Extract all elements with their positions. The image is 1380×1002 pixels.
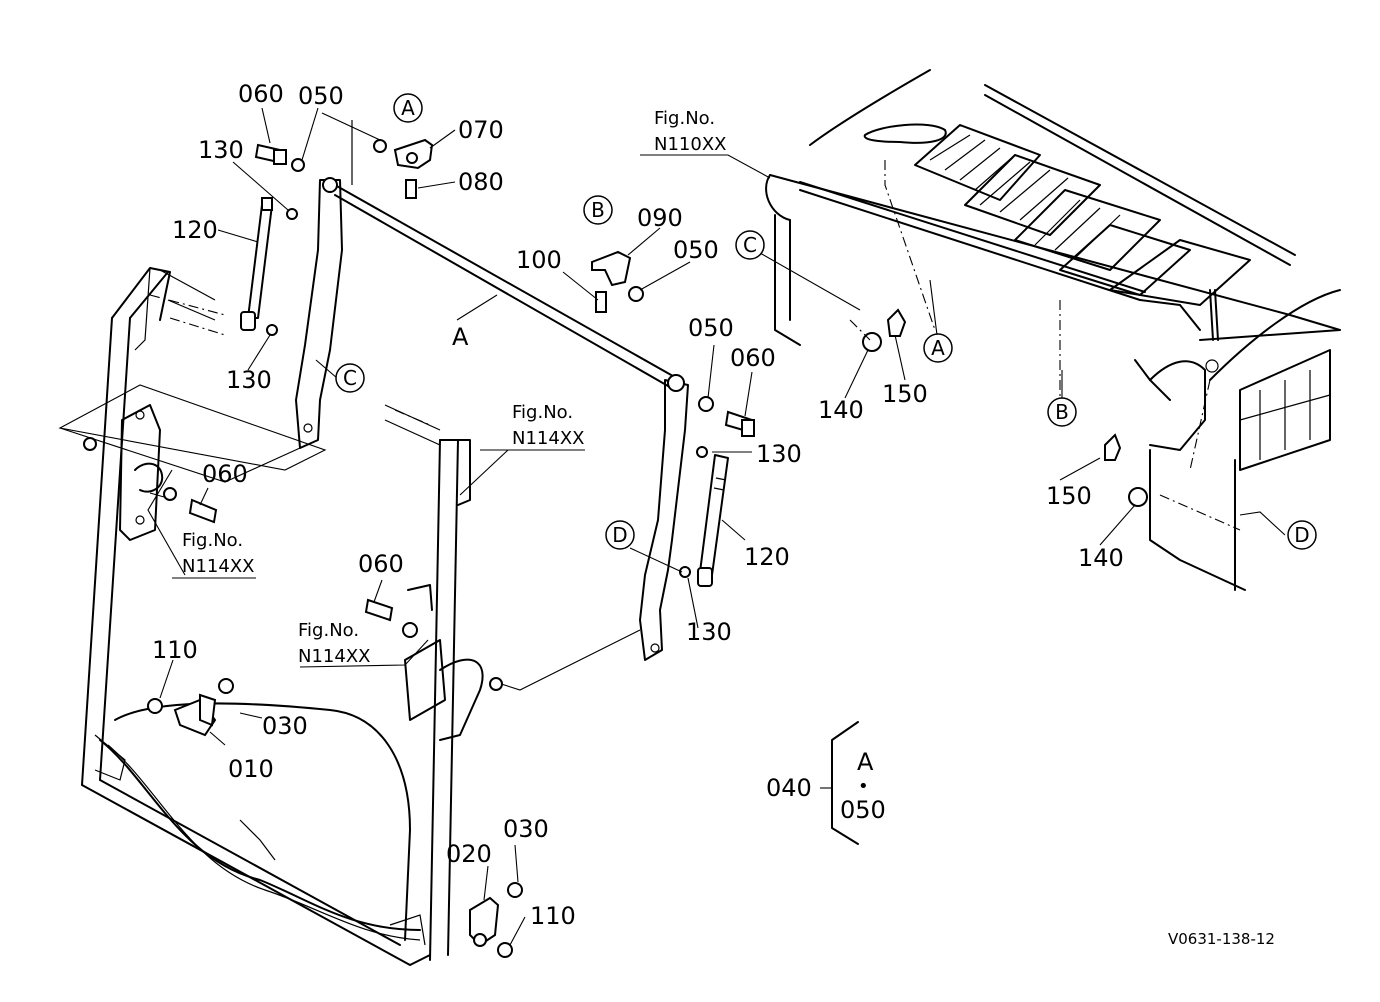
label-150: 150	[882, 380, 928, 408]
label-140: 140	[818, 396, 864, 424]
label-040: 040	[766, 774, 812, 802]
kit-letter: A	[857, 748, 874, 776]
svg-text:B: B	[591, 198, 605, 222]
marker-d-right: D	[1287, 520, 1317, 550]
svg-text:A: A	[401, 96, 415, 120]
label-050: 050	[673, 236, 719, 264]
label-030: 030	[503, 815, 549, 843]
marker-a-right: A	[923, 333, 953, 363]
label-130: 130	[756, 440, 802, 468]
hardware	[83, 138, 755, 958]
label-130: 130	[686, 618, 732, 646]
label-050: 050	[688, 314, 734, 342]
label-120: 120	[744, 543, 790, 571]
svg-text:D: D	[1294, 523, 1309, 547]
lift-linkage	[59, 120, 729, 691]
label-120: 120	[172, 216, 218, 244]
leader-lines	[147, 107, 1286, 946]
drawing-code: V0631-138-12	[1168, 930, 1275, 948]
fig-ref-label: Fig.No.	[654, 108, 715, 129]
fig-ref-n114: N114XX	[182, 556, 254, 577]
marker-a-top: A	[393, 93, 423, 123]
fig-ref-n114: N114XX	[298, 646, 370, 667]
label-070: 070	[458, 116, 504, 144]
rops-frame	[81, 267, 484, 966]
label-090: 090	[637, 204, 683, 232]
label-060: 060	[358, 550, 404, 578]
label-150: 150	[1046, 482, 1092, 510]
label-110: 110	[152, 636, 198, 664]
label-060: 060	[202, 460, 248, 488]
label-010: 010	[228, 755, 274, 783]
machine-body	[765, 69, 1341, 591]
fig-references: Fig.No. N110XX Fig.No. N114XX Fig.No. N1…	[172, 108, 726, 667]
label-060: 060	[238, 80, 284, 108]
svg-text:C: C	[743, 233, 757, 257]
marker-c-right: C	[735, 230, 765, 260]
label-130: 130	[226, 366, 272, 394]
fig-ref-n110: N110XX	[654, 134, 726, 155]
label-050: 050	[298, 82, 344, 110]
label-140: 140	[1078, 544, 1124, 572]
marker-b-right: B	[1047, 397, 1077, 427]
marker-d-center: D	[605, 520, 635, 550]
label-020: 020	[446, 840, 492, 868]
part-labels: 060 050 070 130 080 120 130 A 090 100 05…	[152, 80, 1124, 930]
marker-c-left: C	[335, 363, 365, 393]
fig-ref-label: Fig.No.	[182, 530, 243, 551]
reference-lines	[58, 294, 431, 471]
fig-ref-n114: N114XX	[512, 428, 584, 449]
svg-text:B: B	[1055, 400, 1069, 424]
label-100: 100	[516, 246, 562, 274]
svg-text:D: D	[612, 523, 627, 547]
fig-ref-label: Fig.No.	[512, 402, 573, 423]
svg-text:C: C	[343, 366, 357, 390]
fig-ref-label: Fig.No.	[298, 620, 359, 641]
label-030: 030	[262, 712, 308, 740]
label-130: 130	[198, 136, 244, 164]
label-080: 080	[458, 168, 504, 196]
label-110: 110	[530, 902, 576, 930]
label-060: 060	[730, 344, 776, 372]
markers: A B C D C A B D	[335, 93, 1317, 550]
marker-a-text: A	[452, 323, 469, 351]
kit-dot: •	[858, 776, 869, 797]
marker-b-center: B	[583, 195, 613, 225]
kit-bracket	[820, 721, 859, 845]
kit-part: 050	[840, 796, 886, 824]
svg-text:A: A	[931, 336, 945, 360]
